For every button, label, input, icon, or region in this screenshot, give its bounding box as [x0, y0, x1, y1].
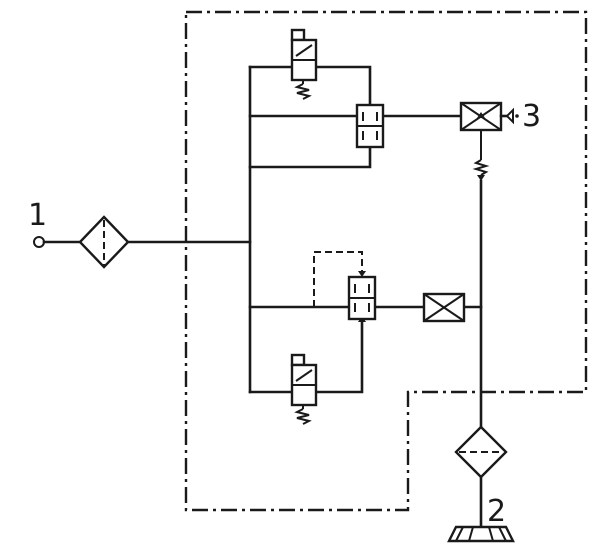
- port-3-exhaust: 3: [499, 99, 541, 134]
- lower-pilot-valve: [347, 271, 377, 321]
- lower-branch: [248, 251, 483, 394]
- port-1-marker: [33, 236, 45, 248]
- port-2-label: 2: [487, 494, 506, 529]
- enclosure-boundary: [184, 10, 588, 512]
- upper-pilot-valve: [355, 103, 385, 149]
- upper-shuttle-element: [459, 101, 503, 132]
- lower-solenoid-valve: [290, 353, 318, 425]
- port-1-label: 1: [28, 198, 47, 233]
- return-spring: [472, 130, 490, 181]
- inlet-filter: [78, 215, 130, 269]
- upper-branch: [248, 65, 463, 169]
- lower-throttle-element: [422, 292, 466, 323]
- upper-solenoid-valve: [290, 28, 318, 100]
- port-1-inlet: 1: [28, 198, 83, 248]
- port-3-label: 3: [522, 99, 541, 134]
- port-2-outlet: 2: [447, 494, 515, 543]
- outlet-filter: [454, 425, 508, 479]
